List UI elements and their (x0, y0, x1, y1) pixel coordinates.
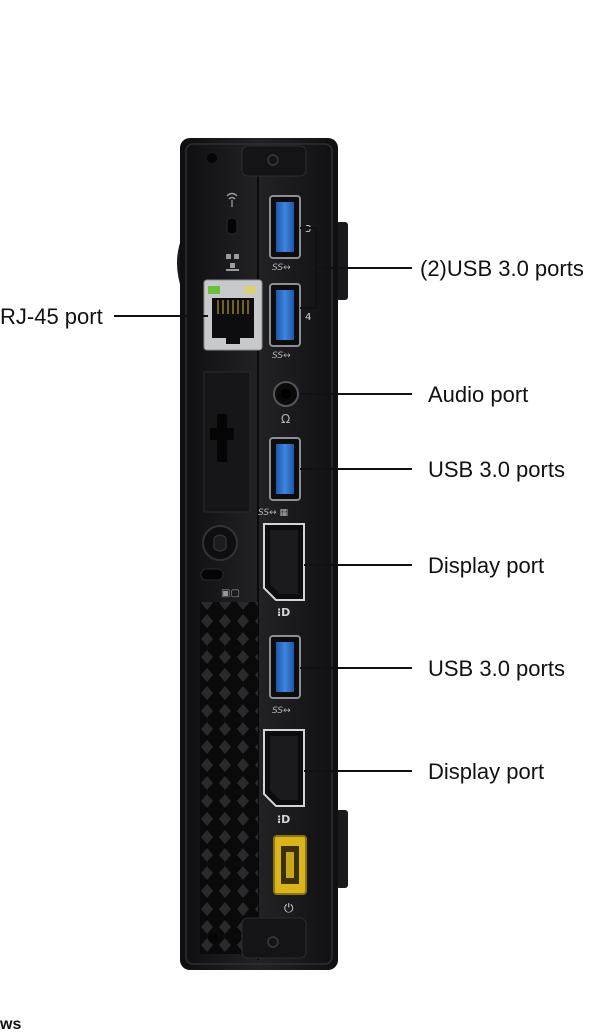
rj45-port (203, 279, 263, 351)
top-left-hole (207, 153, 217, 163)
usb-port-middle (269, 437, 301, 501)
usb-ss-label-4: SS↔ (272, 351, 291, 361)
bottom-screw (267, 936, 279, 948)
headphone-icon: Ω (281, 412, 290, 426)
dp-icon-upper: ⁝D (277, 606, 290, 619)
kensington-slot-h (210, 428, 234, 440)
vent-grille (200, 602, 258, 954)
antenna-slot (226, 217, 238, 235)
lock-icon: ▣▢ (221, 588, 240, 599)
label-usb-ports-a: USB 3.0 ports (428, 457, 565, 482)
top-latch (241, 145, 307, 177)
label-usb-ports-b: USB 3.0 ports (428, 656, 565, 681)
side-bracket-upper (336, 222, 348, 300)
usb-port-4 (269, 283, 301, 347)
wifi-icon (226, 192, 238, 207)
lock-slot (200, 568, 224, 581)
label-rj45-port: RJ-45 port (0, 304, 103, 329)
usb-ss-label-3: SS↔ (272, 263, 291, 273)
port-number-3: 3 (305, 224, 311, 235)
chassis-bezel (185, 143, 333, 965)
displayport-upper (263, 523, 305, 601)
usb-ss-label-middle: SS↔ ▦ (258, 508, 288, 518)
bottom-left-hole (208, 933, 218, 943)
dp-icon-lower: ⁝D (277, 813, 290, 826)
network-icon (226, 254, 239, 271)
label-audio-port: Audio port (428, 382, 529, 407)
power-connector (273, 835, 307, 895)
usb-port-lower (269, 635, 301, 699)
leader-usb-pair (300, 227, 412, 309)
label-display-port-a: Display port (428, 553, 545, 578)
port-number-4: 4 (305, 312, 311, 323)
usb-ss-label-lower: SS↔ (272, 706, 291, 716)
corner-text-fragment: ws (0, 1016, 22, 1033)
audio-jack (273, 381, 299, 407)
usb-port-3 (269, 195, 301, 259)
displayport-lower (263, 729, 305, 807)
label-display-port-b: Display port (428, 759, 545, 784)
top-screw (267, 154, 279, 166)
label-usb-pair: (2)USB 3.0 ports (420, 256, 584, 281)
leader-lines (114, 227, 412, 772)
power-icon: ⏻ (284, 901, 294, 915)
bottom-latch (241, 917, 307, 959)
side-bracket-lower (336, 810, 348, 888)
